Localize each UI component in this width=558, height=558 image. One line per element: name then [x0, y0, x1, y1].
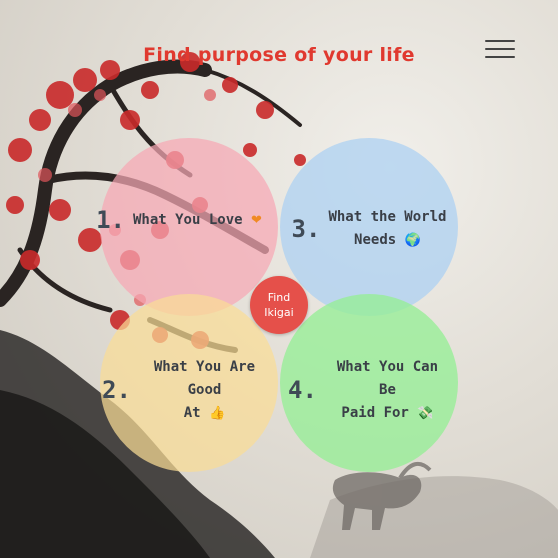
what-you-love-circle[interactable]: 1. What You Love ❤ [96, 138, 278, 316]
circle-number: 4. [288, 376, 317, 404]
hamburger-menu-icon [485, 40, 515, 42]
thumbs-up-icon: 👍 [209, 405, 226, 421]
circle-label: What the World Needs 🌍 [328, 209, 447, 248]
circle-label: What You Can Be Paid For 💸 [336, 358, 439, 421]
circle-number: 3. [291, 215, 321, 243]
page-title: Find purpose of your life [143, 44, 415, 66]
what-you-can-be-paid-for-circle[interactable]: 4. What You Can Be Paid For 💸 [280, 294, 458, 472]
circle-number: 2. [102, 376, 131, 404]
what-the-world-needs-circle[interactable]: 3. What the World Needs 🌍 [280, 138, 458, 316]
hamburger-menu-button[interactable] [485, 38, 517, 60]
circle-number: 1. [96, 206, 125, 234]
find-ikigai-button[interactable]: Find Ikigai [250, 276, 308, 334]
heart-icon: ❤ [251, 212, 262, 228]
circle-label: What You Are Good At 👍 [153, 358, 256, 421]
circle-label: What You Love ❤ [132, 211, 262, 228]
what-you-are-good-at-circle[interactable]: 2. What You Are Good At 👍 [100, 294, 278, 472]
globe-icon: 🌍 [404, 233, 421, 248]
money-icon: 💸 [417, 405, 434, 421]
